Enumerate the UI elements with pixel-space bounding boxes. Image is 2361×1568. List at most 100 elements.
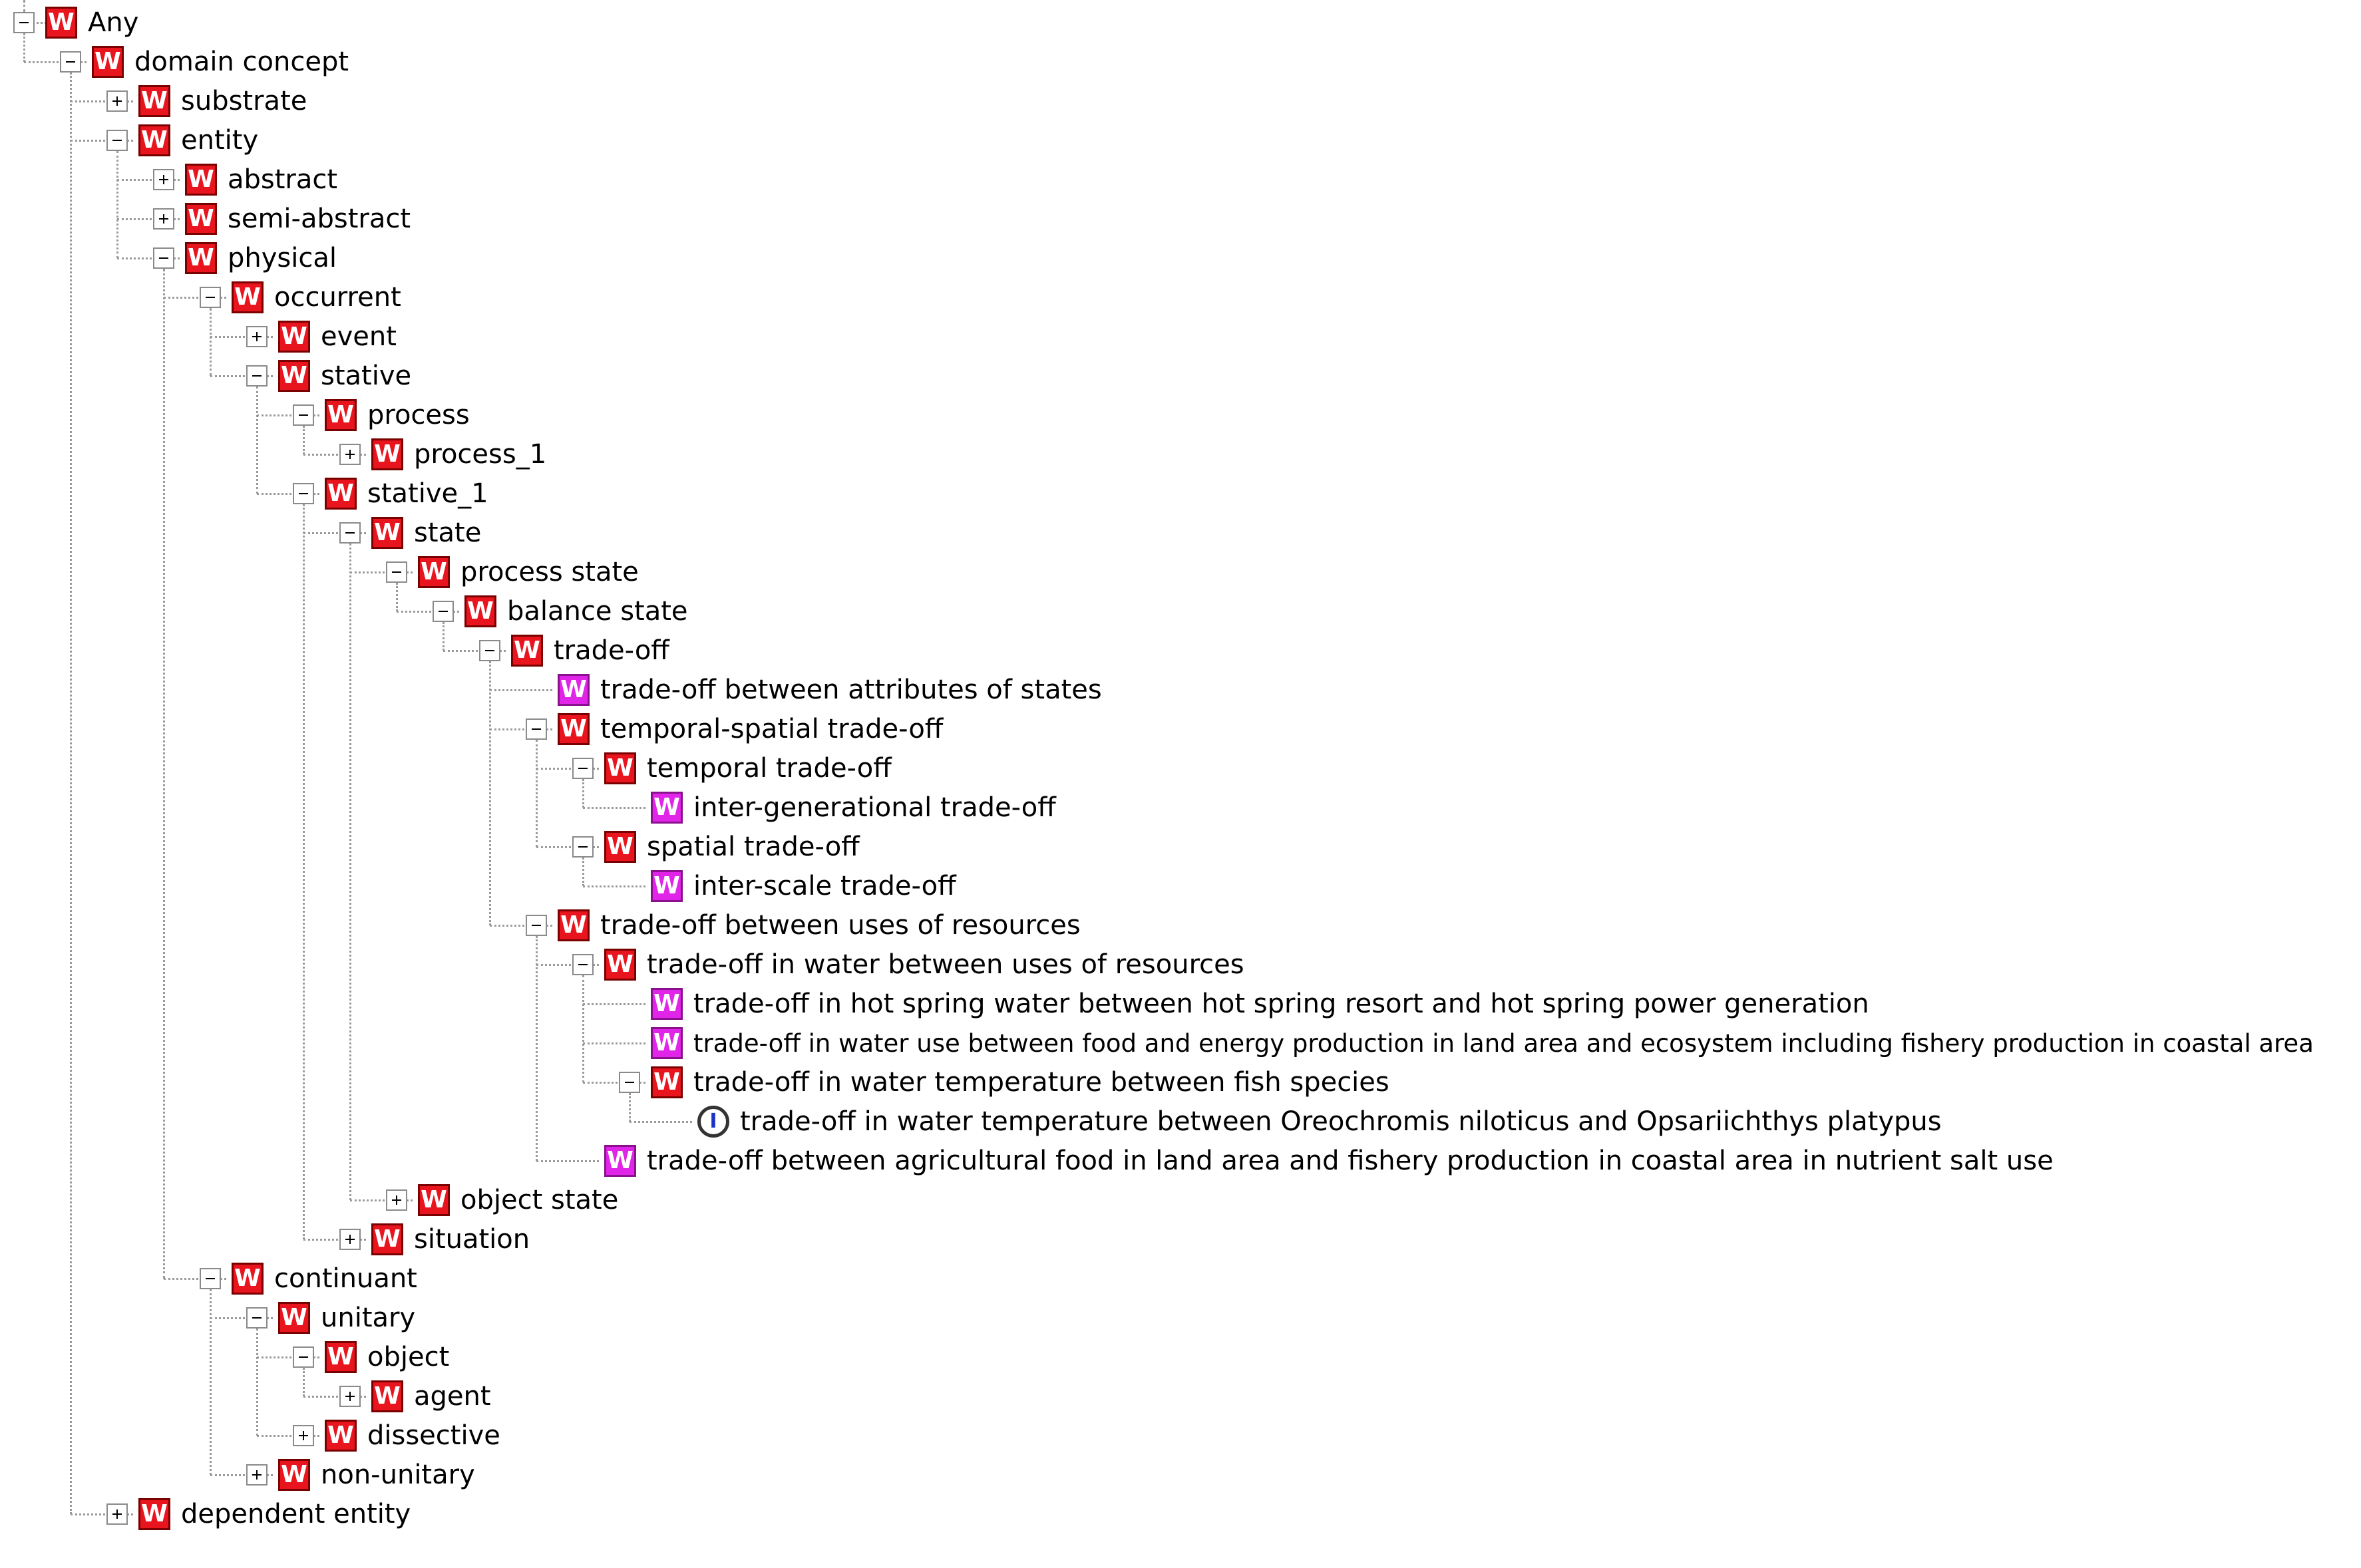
expand-toggle-icon[interactable] (246, 1464, 268, 1486)
collapse-toggle-icon[interactable] (572, 758, 594, 779)
collapse-toggle-icon[interactable] (386, 561, 407, 583)
tree-connector (536, 936, 538, 1161)
expand-toggle-icon[interactable] (246, 326, 268, 347)
expand-toggle-icon[interactable] (339, 1229, 361, 1250)
expand-toggle-icon[interactable] (153, 169, 174, 190)
class-w-icon: W (325, 1420, 357, 1452)
tree-connector (443, 650, 506, 652)
expand-toggle-icon[interactable] (386, 1189, 407, 1211)
tree-connector (210, 1289, 212, 1475)
collapse-toggle-icon[interactable] (339, 522, 361, 544)
collapse-toggle-icon[interactable] (572, 836, 594, 858)
expand-toggle-icon[interactable] (339, 1386, 361, 1407)
collapse-toggle-icon[interactable] (293, 1346, 314, 1368)
tree-connector (71, 100, 133, 102)
tree-node-label: balance state (507, 596, 688, 627)
expand-toggle-icon[interactable] (153, 208, 174, 230)
tree-node-label: trade-off in water between uses of resou… (647, 949, 1244, 980)
tree-node-label: occurrent (274, 282, 401, 313)
tree-node-label: semi-abstract (228, 204, 411, 234)
tree-connector (256, 387, 258, 494)
tree-connector (117, 179, 180, 181)
tree-node-label: Any (88, 7, 139, 38)
class-w-icon: W (371, 438, 403, 470)
tree-connector (164, 297, 226, 299)
expand-toggle-icon[interactable] (106, 90, 128, 112)
tree-node-label: physical (228, 243, 337, 273)
toggle-spacer (619, 875, 651, 897)
collapse-toggle-icon[interactable] (200, 287, 221, 308)
tree-node-label: stative (321, 361, 412, 391)
collapse-toggle-icon[interactable] (433, 601, 454, 622)
class-w-leaf-icon: W (651, 988, 683, 1020)
class-w-leaf-icon: W (651, 1027, 683, 1059)
collapse-toggle-icon[interactable] (13, 12, 35, 33)
collapse-toggle-icon[interactable] (60, 51, 81, 73)
collapse-toggle-icon[interactable] (572, 954, 594, 975)
collapse-toggle-icon[interactable] (526, 718, 547, 740)
collapse-toggle-icon[interactable] (153, 247, 174, 269)
tree-connector (210, 1317, 273, 1319)
expand-toggle-icon[interactable] (106, 1503, 128, 1525)
class-w-icon: W (325, 1341, 357, 1373)
collapse-toggle-icon[interactable] (479, 640, 500, 661)
tree-node-label: trade-off in water temperature between O… (740, 1106, 1942, 1137)
tree-node-label: trade-off between attributes of states (600, 675, 1102, 705)
collapse-toggle-icon[interactable] (293, 404, 314, 426)
collapse-toggle-icon[interactable] (106, 130, 128, 151)
collapse-toggle-icon[interactable] (200, 1268, 221, 1289)
collapse-toggle-icon[interactable] (246, 1307, 268, 1329)
tree-node-label: stative_1 (367, 478, 488, 509)
collapse-toggle-icon[interactable] (619, 1072, 640, 1093)
collapse-toggle-icon[interactable] (526, 915, 547, 936)
class-w-icon: W (138, 124, 170, 156)
collapse-toggle-icon[interactable] (246, 365, 268, 387)
tree-connector (303, 1368, 305, 1396)
tree-connector (164, 1278, 226, 1280)
tree-connector (350, 1199, 413, 1201)
tree-connector (583, 885, 645, 887)
expand-toggle-icon[interactable] (339, 444, 361, 465)
expand-toggle-icon[interactable] (293, 1425, 314, 1446)
collapse-toggle-icon[interactable] (293, 483, 314, 504)
